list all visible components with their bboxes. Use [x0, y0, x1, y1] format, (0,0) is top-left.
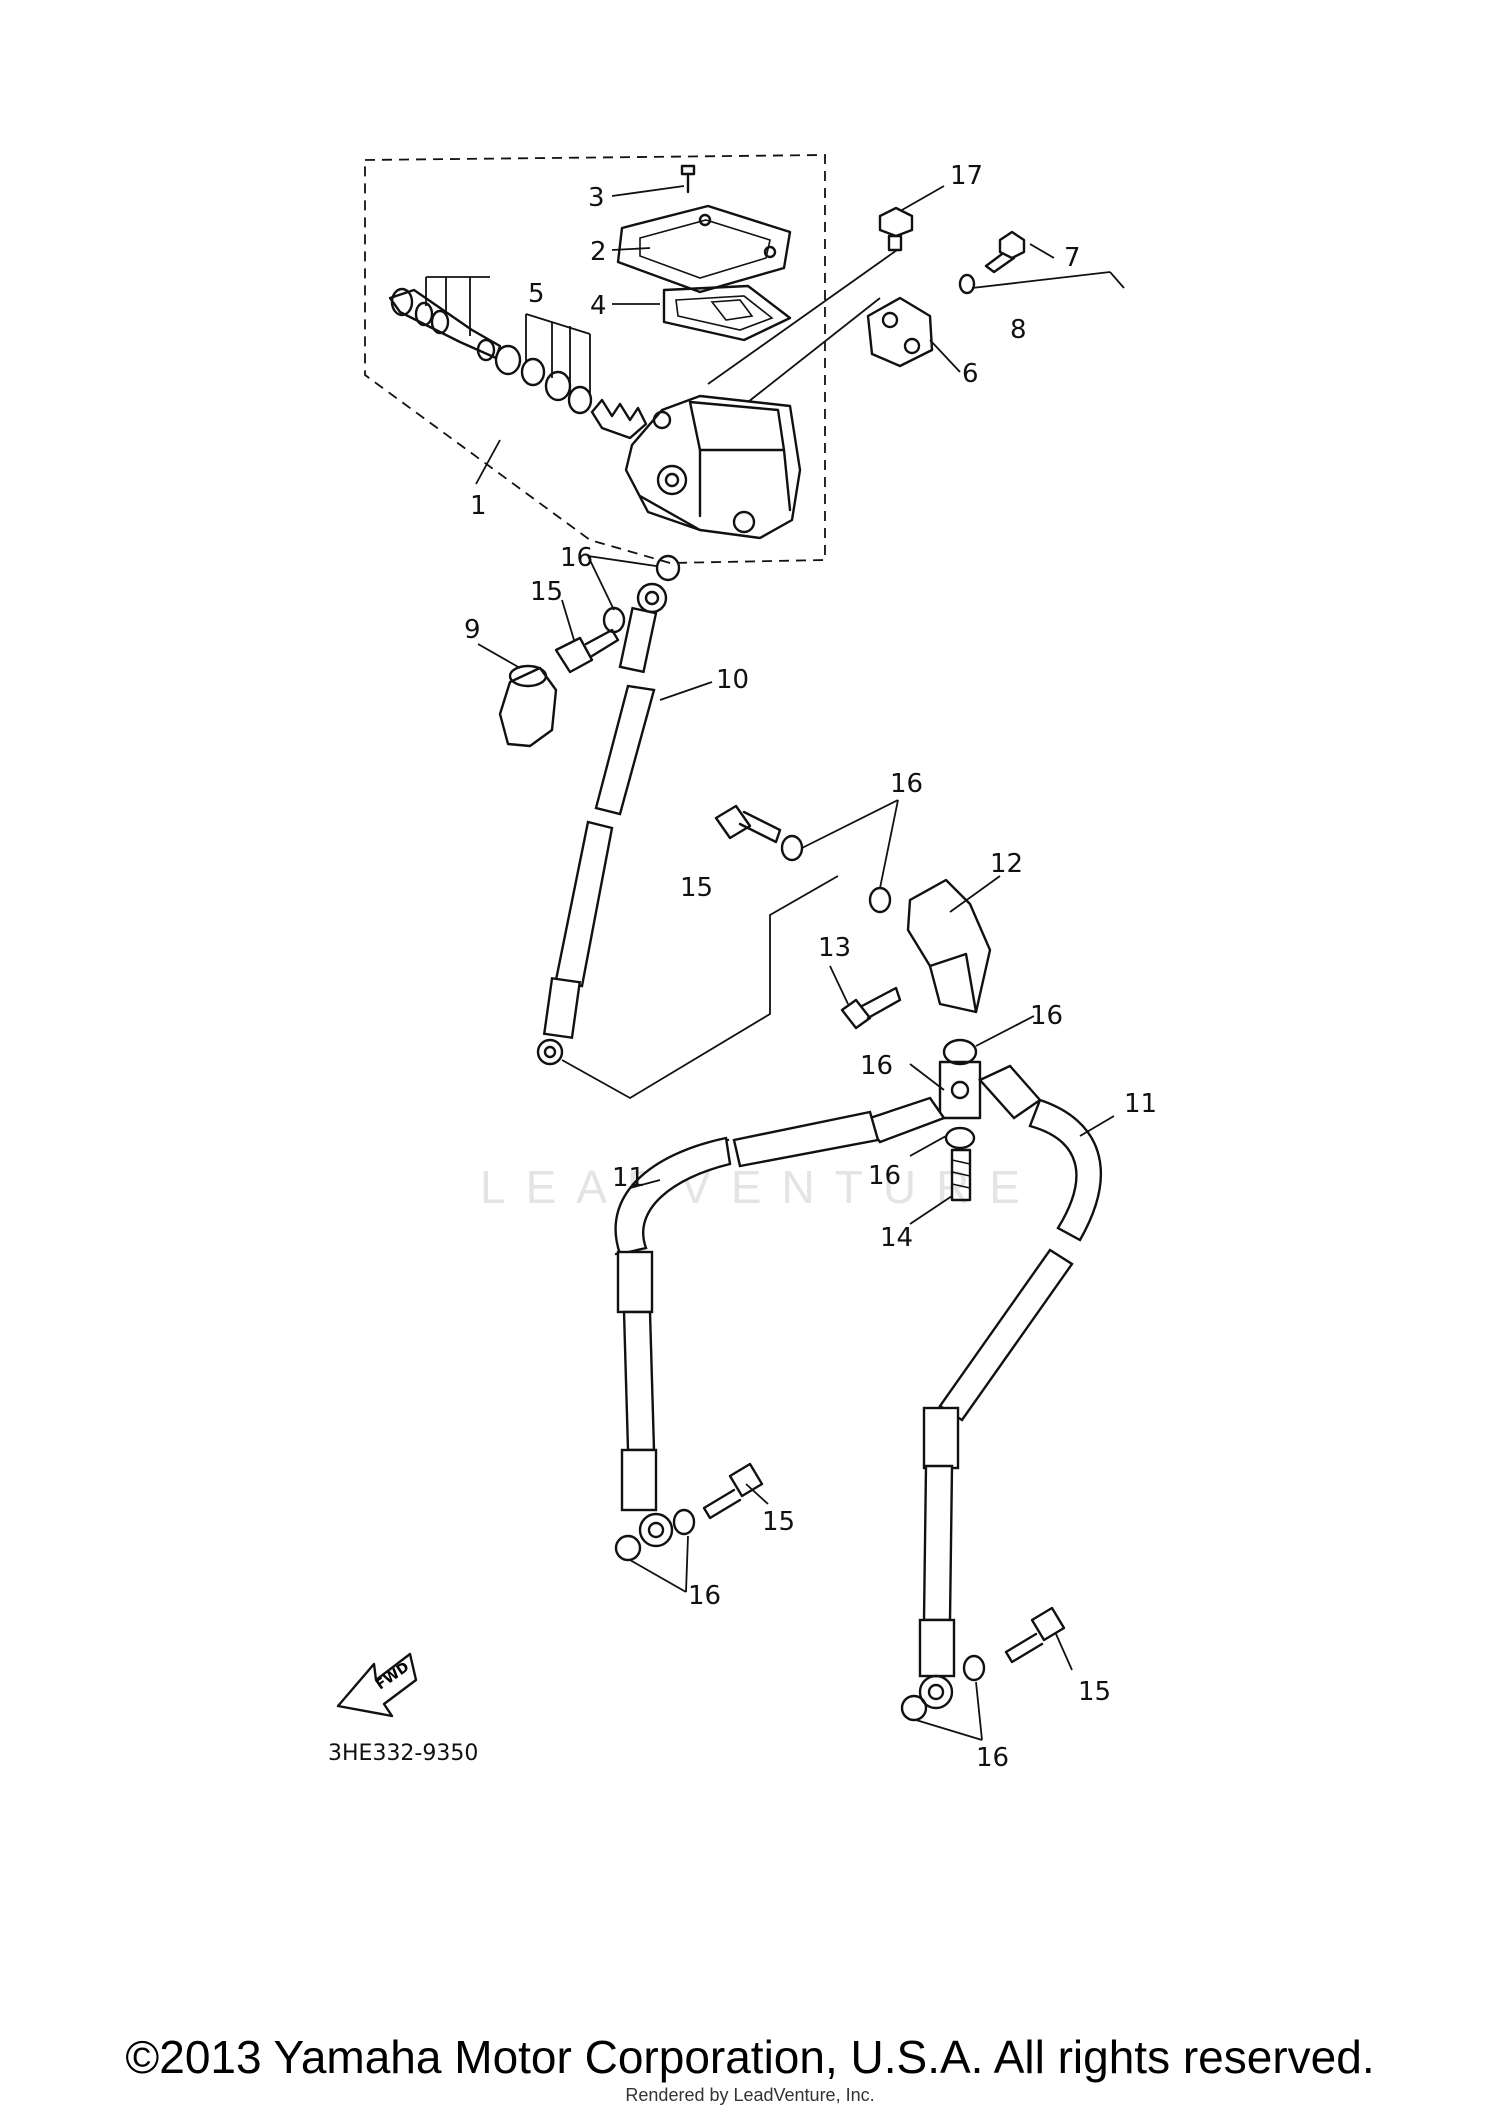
part-label: 14 — [880, 1223, 913, 1253]
part-label: 16 — [688, 1581, 721, 1611]
part-3-screw — [680, 164, 696, 194]
watermark: LEADVENTURE — [480, 1161, 1040, 1213]
part-17-plug — [878, 206, 914, 252]
brake-hose-joint — [938, 1038, 982, 1150]
part-label: 1 — [470, 491, 487, 521]
part-16-washer — [672, 1508, 696, 1536]
part-4-diaphragm — [662, 284, 792, 342]
drawing-code: 3HE332-9350 — [328, 1741, 478, 1766]
part-label: 16 — [1030, 1001, 1063, 1031]
part-label: 5 — [528, 279, 545, 309]
part-label: 4 — [590, 291, 607, 321]
part-15-bolt — [714, 804, 782, 844]
fwd-arrow-icon: FWD — [336, 1652, 418, 1718]
part-label: 11 — [612, 1163, 645, 1193]
part-16-washer — [868, 886, 892, 914]
part-16-washer — [614, 1534, 642, 1562]
part-label: 7 — [1064, 243, 1081, 273]
part-2-cap — [616, 204, 792, 294]
part-label: 13 — [818, 933, 851, 963]
part-label: 8 — [1010, 315, 1027, 345]
part-8-washer — [958, 273, 976, 295]
part-label: 15 — [680, 873, 713, 903]
copyright-notice: ©2013 Yamaha Motor Corporation, U.S.A. A… — [125, 2031, 1375, 2083]
part-12-bracket — [906, 878, 992, 1014]
part-label: 12 — [990, 849, 1023, 879]
part-label: 9 — [464, 615, 481, 645]
part-11-hose-left — [614, 1096, 946, 1548]
part-label: 16 — [860, 1051, 893, 1081]
part-label: 16 — [868, 1161, 901, 1191]
part-15-bolt — [554, 628, 620, 674]
part-label: 16 — [976, 1743, 1009, 1773]
part-label: 6 — [962, 359, 979, 389]
part-label: 10 — [716, 665, 749, 695]
part-13-bolt — [840, 986, 902, 1030]
part-label: 2 — [590, 237, 607, 267]
part-label: 15 — [762, 1507, 795, 1537]
part-label: 11 — [1124, 1089, 1157, 1119]
rendered-by-note: Rendered by LeadVenture, Inc. — [625, 2085, 875, 2105]
part-label: 16 — [890, 769, 923, 799]
part-label: 17 — [950, 161, 983, 191]
assembly-boundary — [364, 154, 826, 564]
part-9-boot — [498, 664, 558, 748]
part-16-washer — [962, 1654, 986, 1682]
leader-lines — [475, 185, 1125, 1741]
part-15-bolt — [702, 1462, 764, 1520]
hose-route-line — [561, 875, 839, 1100]
part-label: 15 — [530, 577, 563, 607]
part-10-hose — [536, 582, 668, 1066]
part-16-washer — [655, 554, 681, 582]
part-11-hose-right — [918, 1064, 1102, 1710]
part-7-bolt — [984, 230, 1026, 274]
part-5-piston-kit — [388, 276, 648, 440]
part-label: 16 — [560, 543, 593, 573]
part-16-washer — [602, 606, 626, 634]
part-16-washer — [900, 1694, 928, 1722]
part-15-bolt — [1004, 1606, 1066, 1664]
part-16-washer — [780, 834, 804, 862]
part-label: 15 — [1078, 1677, 1111, 1707]
part-1-master-cylinder — [624, 394, 802, 540]
part-14-union-bolt — [950, 1148, 972, 1202]
part-label: 3 — [588, 183, 605, 213]
part-6-holder — [866, 296, 934, 368]
